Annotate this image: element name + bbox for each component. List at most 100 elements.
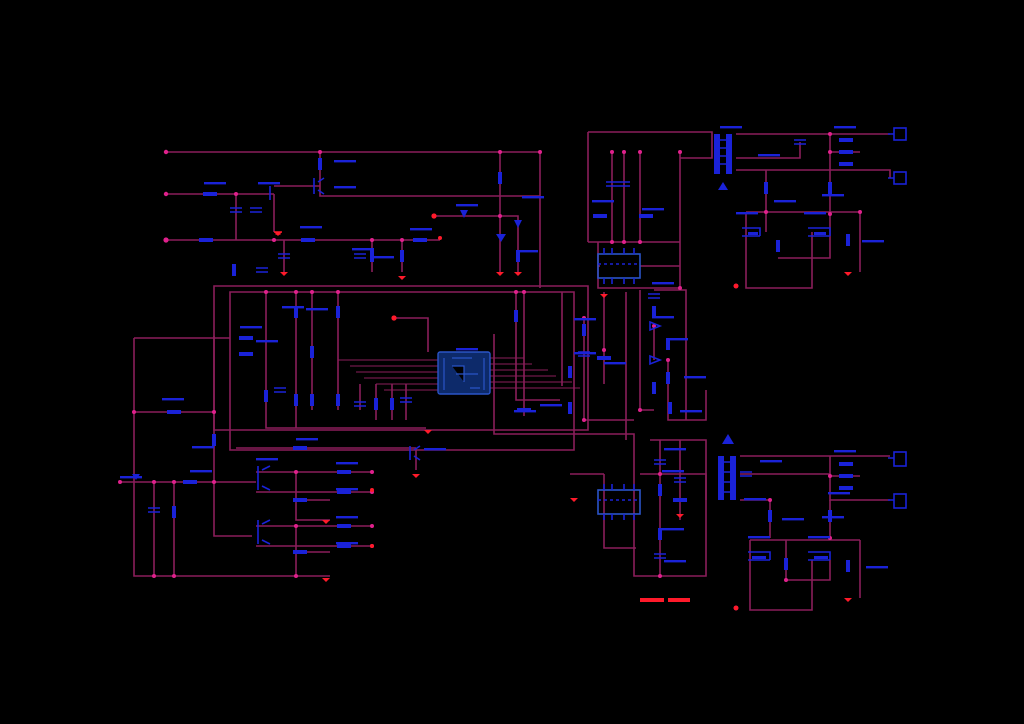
designator-label-mark <box>664 560 686 563</box>
capacitor-symbol <box>648 293 660 299</box>
resistor-symbol <box>203 192 217 196</box>
designator-label-mark <box>282 306 304 309</box>
designator-label-mark <box>652 282 674 285</box>
title-block <box>640 598 690 602</box>
component-labels <box>120 126 888 569</box>
resistor-symbol <box>337 524 351 528</box>
resistor-symbol <box>390 398 394 410</box>
designator-label-mark <box>604 362 626 365</box>
capacitor-symbol <box>618 181 630 187</box>
resistor-symbol <box>172 506 176 518</box>
designator-label-mark <box>162 398 184 401</box>
controller-ic-main <box>437 351 491 395</box>
designator-label-mark <box>804 212 826 215</box>
designator-label-mark <box>828 492 850 495</box>
designator-label-mark <box>642 208 664 211</box>
resistor-symbol <box>514 310 518 322</box>
terminal-endpoints <box>370 213 739 611</box>
designator-label-mark <box>336 542 358 545</box>
resistor-symbol <box>336 394 340 406</box>
designator-label-mark <box>782 518 804 521</box>
resistor-symbol <box>846 560 850 572</box>
resistor-symbol <box>846 234 850 246</box>
resistor-symbol <box>839 138 853 142</box>
capacitor-symbol <box>230 207 242 213</box>
designator-label-mark <box>684 376 706 379</box>
capacitor-symbol <box>794 139 806 145</box>
designator-label-mark <box>514 410 536 413</box>
designator-label-mark <box>256 458 278 461</box>
capacitor-symbol <box>354 401 366 407</box>
resistor-symbol <box>839 474 853 478</box>
designator-label-mark <box>424 448 446 451</box>
designator-label-mark <box>666 338 688 341</box>
capacitor-symbol <box>354 253 366 259</box>
resistor-symbol <box>652 306 656 318</box>
designator-label-mark <box>662 470 684 473</box>
resistor-symbol <box>293 446 307 450</box>
resistor-symbol <box>768 510 772 522</box>
designator-label-mark <box>862 240 884 243</box>
resistor-symbol <box>293 550 307 554</box>
resistor-symbol <box>673 498 687 502</box>
resistor-symbol <box>294 394 298 406</box>
designator-label-mark <box>834 126 856 129</box>
resistor-symbol <box>839 486 853 490</box>
resistor-symbol <box>239 336 253 340</box>
designator-label-mark <box>834 450 856 453</box>
resistor-symbol <box>374 398 378 410</box>
capacitor-symbol <box>274 387 286 393</box>
designator-label-mark <box>334 186 356 189</box>
designator-label-mark <box>336 516 358 519</box>
resistor-symbol <box>652 382 656 394</box>
resistor-symbol <box>568 366 572 378</box>
designator-label-mark <box>190 470 212 473</box>
designator-label-mark <box>120 476 142 479</box>
designator-label-mark <box>300 226 322 229</box>
transformer-bottom <box>718 434 736 500</box>
resistor-symbol <box>318 158 322 170</box>
ic-bottom-right <box>597 484 641 520</box>
resistor-symbol <box>593 214 607 218</box>
designator-label-mark <box>540 404 562 407</box>
designator-label-mark <box>652 316 674 319</box>
designator-label-mark <box>662 528 684 531</box>
resistor-symbol <box>310 346 314 358</box>
wires <box>120 131 891 611</box>
designator-label-mark <box>822 194 844 197</box>
capacitor-symbol <box>256 267 268 273</box>
resistor-symbol <box>516 250 520 262</box>
resistor-symbol <box>658 528 662 540</box>
resistor-symbol <box>183 480 197 484</box>
designator-label-mark <box>192 446 214 449</box>
passive-components <box>148 138 853 572</box>
resistor-symbol <box>597 356 611 360</box>
designator-label-mark <box>256 340 278 343</box>
resistor-symbol <box>264 390 268 402</box>
capacitor-symbol <box>654 459 666 465</box>
designator-label-mark <box>456 204 478 207</box>
designator-label-mark <box>866 566 888 569</box>
resistor-symbol <box>666 338 670 350</box>
designator-label-mark <box>574 318 596 321</box>
resistor-symbol <box>337 544 351 548</box>
resistor-symbol <box>293 498 307 502</box>
resistor-symbol <box>336 306 340 318</box>
resistor-symbol <box>668 402 672 414</box>
designator-label-mark <box>516 250 538 253</box>
ground-symbols <box>274 231 852 602</box>
designator-label-mark <box>522 196 544 199</box>
resistor-symbol <box>301 238 315 242</box>
resistor-symbol <box>337 490 351 494</box>
designator-label-mark <box>258 182 280 185</box>
resistor-symbol <box>167 410 181 414</box>
designator-label-mark <box>758 154 780 157</box>
resistor-symbol <box>568 402 572 414</box>
capacitor-symbol <box>606 181 618 187</box>
designator-label-mark <box>336 488 358 491</box>
resistor-symbol <box>337 470 351 474</box>
designator-label-mark <box>574 352 596 355</box>
transformer-top <box>714 134 732 190</box>
resistor-symbol <box>400 250 404 262</box>
